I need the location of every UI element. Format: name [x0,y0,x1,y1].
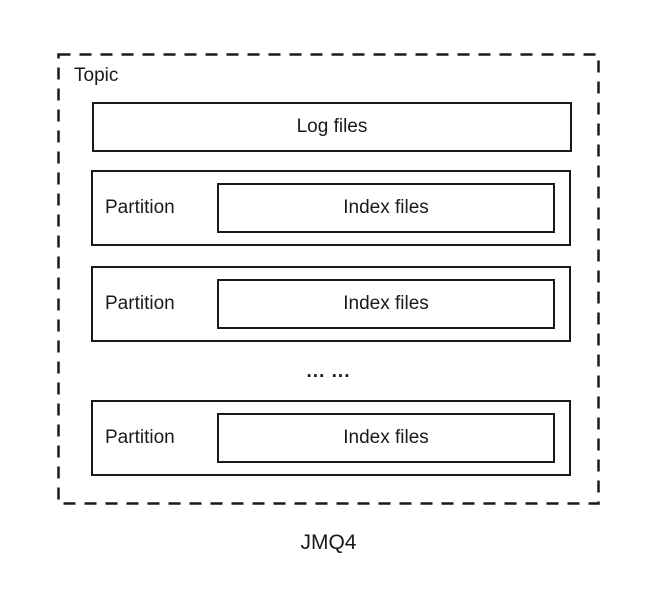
ellipsis-text: ... ... [306,361,351,382]
log-files-label: Log files [296,116,368,137]
partition-label: Partition [105,293,175,314]
topic-frame [57,53,600,505]
index-files-label: Index files [343,293,429,314]
diagram-caption: JMQ4 [300,531,357,554]
index-files-box: Index files [217,279,555,329]
partition-row: Partition Index files [91,170,571,246]
topic-label: Topic [74,65,119,86]
partition-row: Partition Index files [91,400,571,476]
topic-frame-border [57,53,600,505]
partition-label: Partition [105,427,175,448]
log-files-box: Log files [92,102,572,152]
index-files-label: Index files [343,197,429,218]
partition-row: Partition Index files [91,266,571,342]
index-files-box: Index files [217,183,555,233]
partition-label: Partition [105,197,175,218]
index-files-box: Index files [217,413,555,463]
index-files-label: Index files [343,427,429,448]
